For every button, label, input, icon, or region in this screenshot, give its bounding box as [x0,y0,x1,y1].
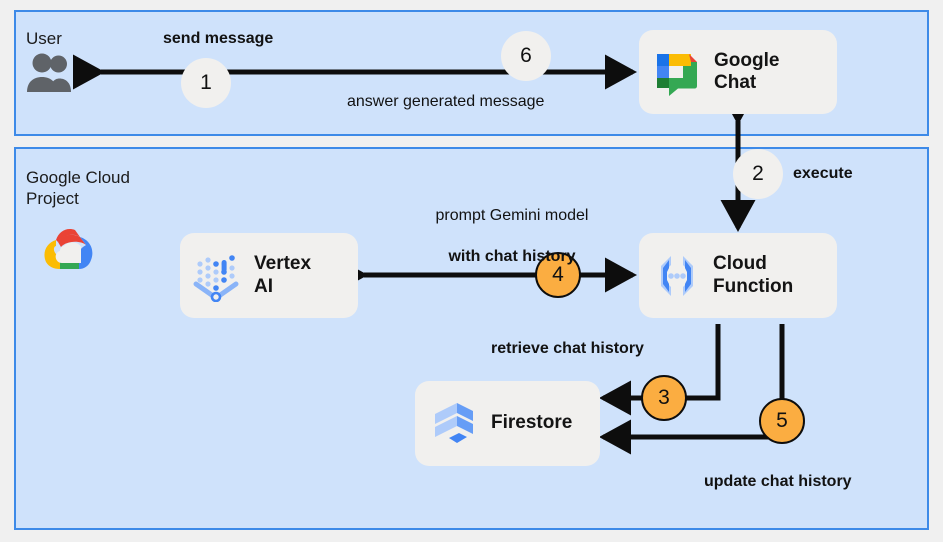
cloud-function-icon [651,250,703,302]
card-firestore[interactable]: Firestore [415,381,600,466]
flow-label-update-chat-history: update chat history [704,473,852,490]
card-cloud-function[interactable]: Cloud Function [639,233,837,318]
card-google-chat[interactable]: Google Chat [639,30,837,114]
step-badge-5[interactable]: 5 [759,398,805,444]
card-title-google-chat: Google Chat [714,49,780,93]
step-badge-1[interactable]: 1 [181,58,231,108]
flow-label-answer-generated-message: answer generated message [347,93,545,110]
step-badge-6[interactable]: 6 [501,31,551,81]
zone-label-user: User [26,29,62,48]
users-group-icon [24,52,76,94]
flow-label-prompt-gemini: prompt Gemini model with chat history [412,185,612,289]
step-badge-2[interactable]: 2 [733,149,783,199]
flow-label-retrieve-chat-history: retrieve chat history [491,340,644,357]
flow-label-prompt-gemini-line1: prompt Gemini model [435,206,589,224]
card-title-cloud-function: Cloud Function [713,253,794,297]
flow-label-send-message: send message [163,30,274,47]
firestore-icon [429,398,481,450]
vertex-ai-icon [192,250,244,302]
flow-label-prompt-gemini-line2: with chat history [448,248,576,266]
step-badge-4[interactable]: 4 [535,252,581,298]
step-badge-3[interactable]: 3 [641,375,687,421]
flow-label-execute: execute [793,165,853,182]
card-title-firestore: Firestore [491,412,573,434]
zone-label-google-cloud-project: Google Cloud Project [26,168,130,209]
google-cloud-logo-icon [36,222,100,278]
card-title-vertex-ai: Vertex AI [254,253,312,297]
card-vertex-ai[interactable]: Vertex AI [180,233,358,318]
google-chat-icon [653,48,701,96]
